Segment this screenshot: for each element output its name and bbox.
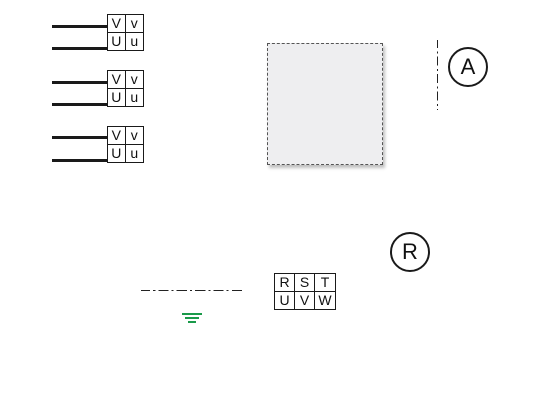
phase-terminal-block[interactable]: R S T U V W <box>274 273 336 310</box>
marker-r-label: R <box>402 239 418 264</box>
marker-r[interactable]: R <box>390 232 430 272</box>
phase-label: S <box>295 274 315 292</box>
terminal-label: u <box>130 145 139 162</box>
terminal-label: U <box>108 144 126 162</box>
terminal-label: U <box>108 32 126 50</box>
marker-a[interactable]: A <box>448 47 488 87</box>
terminal-label: v <box>125 71 143 89</box>
lead-wire <box>52 81 108 84</box>
terminal-label: V <box>108 127 126 145</box>
lead-wire <box>52 103 108 106</box>
lead-wire <box>52 47 108 50</box>
phase-label: V <box>295 291 315 309</box>
dash-dot-line-horizontal <box>141 290 243 291</box>
terminal-label: V <box>108 71 126 89</box>
terminal-label: v <box>125 127 143 145</box>
lead-wire <box>52 25 108 28</box>
terminal-block[interactable]: V v U u <box>107 126 144 163</box>
phase-label: T <box>315 274 335 292</box>
terminal-block[interactable]: V v U u <box>107 14 144 51</box>
lead-wire <box>52 159 108 162</box>
ground-bar <box>182 313 202 315</box>
terminal-label: u <box>130 33 139 50</box>
phase-label: R <box>275 274 295 292</box>
terminal-block[interactable]: V v U u <box>107 70 144 107</box>
phase-label: W <box>318 292 332 309</box>
panel-placeholder[interactable] <box>267 43 383 165</box>
dash-dot-line-vertical <box>437 40 438 110</box>
terminal-label: V <box>108 15 126 33</box>
phase-label: U <box>275 291 295 309</box>
marker-a-label: A <box>460 54 476 79</box>
ground-icon <box>182 313 202 325</box>
terminal-label: v <box>125 15 143 33</box>
lead-wire <box>52 136 108 139</box>
terminal-label: U <box>108 88 126 106</box>
ground-bar <box>188 321 196 323</box>
terminal-label: u <box>130 89 139 106</box>
ground-bar <box>185 317 199 319</box>
